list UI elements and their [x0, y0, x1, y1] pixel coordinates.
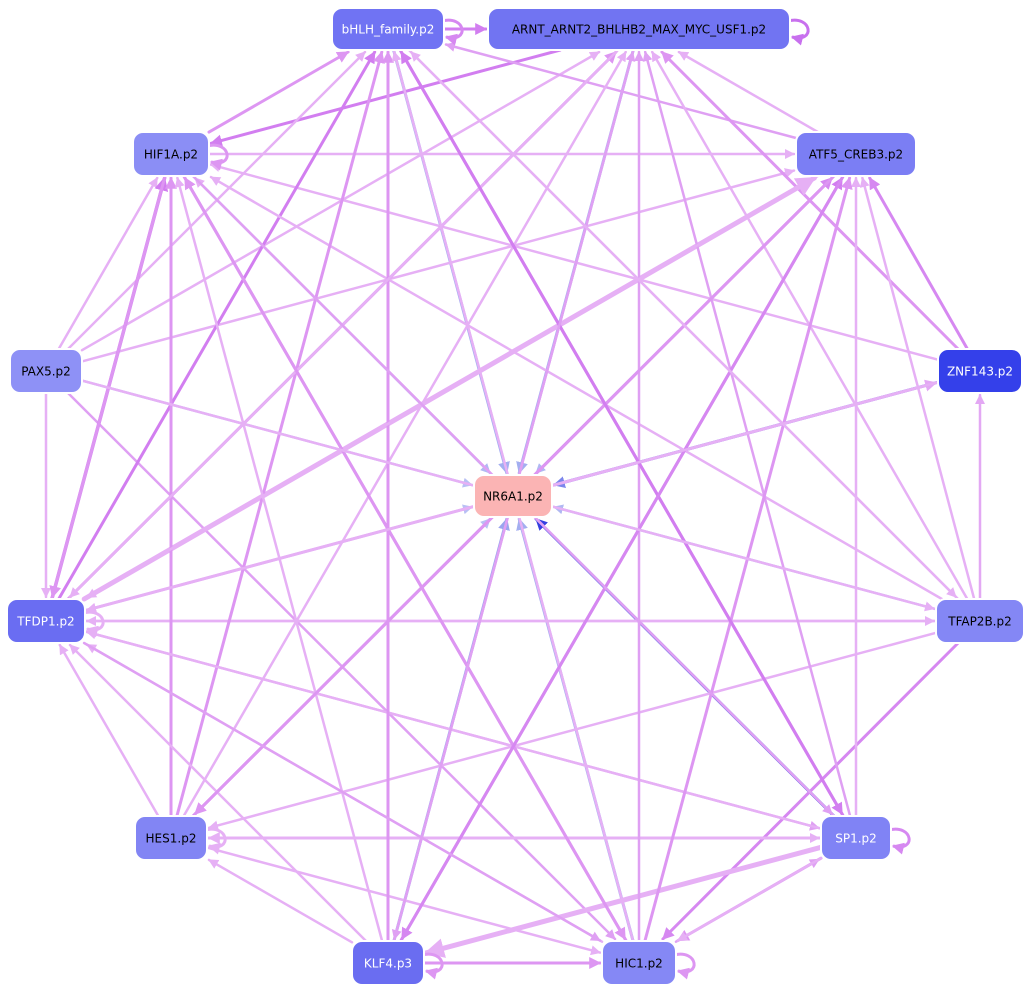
edge-pax5-to-hif1a: [57, 176, 159, 351]
edge-hif1a-to-bhlh: [207, 50, 350, 134]
edge-sp1-to-hic1: [676, 856, 823, 942]
edge-tfap2b-to-hes1: [207, 631, 938, 831]
node-sp1[interactable]: SP1.p2: [820, 815, 892, 861]
self-loop-arnt: [787, 18, 810, 46]
node-label-klf4: KLF4.p3: [364, 957, 412, 971]
edge-sp1-to-klf4: [423, 844, 824, 958]
node-label-arnt: ARNT_ARNT2_BHLHB2_MAX_MYC_USF1.p2: [512, 23, 766, 37]
node-label-bhlh: bHLH_family.p2: [342, 23, 435, 37]
edge-hes1-to-hic1: [205, 846, 602, 956]
node-box-hif1a: [132, 131, 210, 177]
edge-klf4-to-hes1: [207, 858, 354, 944]
self-loop-tfdp1: [82, 610, 105, 638]
node-box-znf143: [937, 348, 1023, 394]
node-tfap2b[interactable]: TFAP2B.p2: [935, 598, 1025, 644]
edge-hes1-to-arnt: [182, 50, 627, 818]
node-box-tfap2b: [935, 598, 1025, 644]
node-znf143[interactable]: ZNF143.p2: [937, 348, 1023, 394]
node-label-sp1: SP1.p2: [835, 832, 877, 846]
node-label-tfdp1: TFDP1.p2: [16, 615, 74, 629]
node-box-klf4: [351, 940, 425, 986]
node-box-hic1: [601, 940, 677, 986]
node-label-atf5: ATF5_CREB3.p2: [809, 148, 903, 162]
self-loop-layer: [82, 18, 911, 980]
edge-arnt-to-hif1a: [209, 48, 562, 147]
node-pax5[interactable]: PAX5.p2: [9, 348, 83, 394]
node-layer: bHLH_family.p2 ARNT_ARNT2_BHLHB2_MAX_MYC_…: [6, 7, 1025, 986]
node-label-nr6a1: NR6A1.p2: [483, 490, 543, 504]
node-label-hif1a: HIF1A.p2: [144, 148, 198, 162]
self-loop-hic1: [673, 952, 696, 980]
node-atf5[interactable]: ATF5_CREB3.p2: [795, 131, 917, 177]
edge-atf5-to-arnt: [677, 50, 820, 134]
node-hic1[interactable]: HIC1.p2: [601, 940, 677, 986]
node-label-hic1: HIC1.p2: [615, 957, 663, 971]
self-loop-sp1: [888, 827, 911, 855]
node-box-tfdp1: [6, 598, 86, 644]
edge-bhlh-to-sp1: [398, 48, 844, 816]
node-label-tfap2b: TFAP2B.p2: [947, 615, 1012, 629]
self-loop-klf4: [421, 952, 444, 980]
node-nr6a1[interactable]: NR6A1.p2: [473, 474, 553, 518]
node-box-nr6a1: [473, 474, 553, 518]
node-label-znf143: ZNF143.p2: [947, 365, 1013, 379]
edge-tfap2b-to-bhlh: [409, 50, 960, 601]
node-hes1[interactable]: HES1.p2: [134, 815, 208, 861]
edge-tfdp1-to-hic1: [82, 641, 602, 942]
edge-pax5-to-atf5: [80, 168, 796, 363]
self-loop-bhlh: [441, 18, 464, 46]
node-hif1a[interactable]: HIF1A.p2: [132, 131, 210, 177]
self-loop-hif1a: [206, 143, 229, 171]
edge-znf143-to-atf5: [868, 176, 969, 351]
node-box-bhlh: [331, 7, 445, 51]
node-box-arnt: [487, 7, 791, 51]
edge-layer: [41, 23, 985, 969]
node-box-atf5: [795, 131, 917, 177]
node-box-sp1: [820, 815, 892, 861]
node-klf4[interactable]: KLF4.p3: [351, 940, 425, 986]
node-label-hes1: HES1.p2: [146, 832, 197, 846]
node-tfdp1[interactable]: TFDP1.p2: [6, 598, 86, 644]
edge-atf5-to-klf4: [400, 174, 845, 941]
edge-tfap2b-to-hif1a: [209, 175, 944, 601]
node-arnt[interactable]: ARNT_ARNT2_BHLHB2_MAX_MYC_USF1.p2: [487, 7, 791, 51]
edge-znf143-to-hif1a: [209, 162, 940, 361]
edge-hes1-to-tfdp1: [58, 643, 160, 818]
self-loop-hes1: [204, 827, 227, 855]
node-box-hes1: [134, 815, 208, 861]
node-label-pax5: PAX5.p2: [21, 365, 71, 379]
edge-hif1a-to-hic1: [182, 174, 627, 941]
node-bhlh[interactable]: bHLH_family.p2: [331, 7, 445, 51]
edge-sp1-to-tfdp1: [85, 629, 823, 830]
edge-atf5-to-tfdp1: [85, 174, 820, 599]
node-box-pax5: [9, 348, 83, 394]
edge-arnt-to-tfdp1: [68, 48, 620, 599]
